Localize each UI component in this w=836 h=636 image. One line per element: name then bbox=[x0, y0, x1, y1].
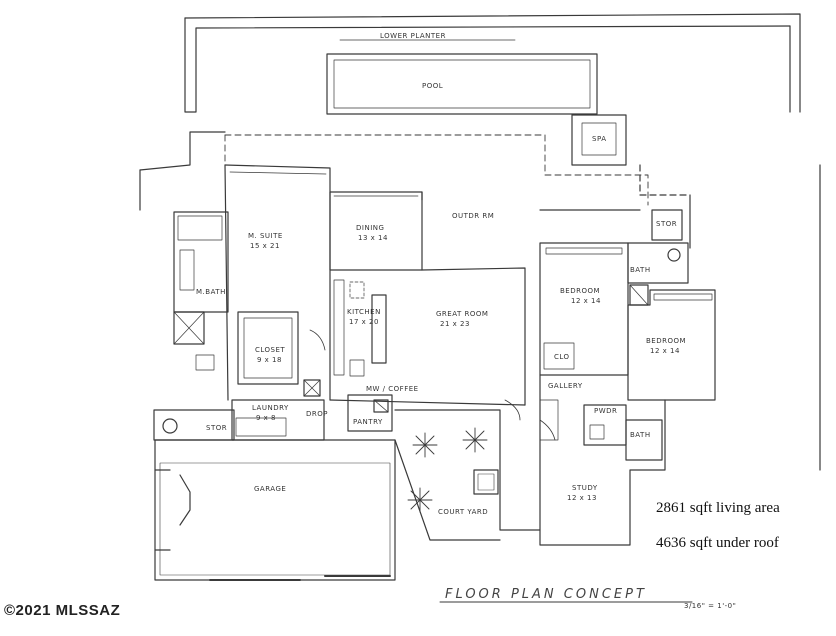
plan-title: FLOOR PLAN CONCEPT bbox=[445, 587, 647, 602]
powder-label: PWDR bbox=[594, 407, 617, 415]
garage-label: GARAGE bbox=[254, 485, 286, 493]
great-room-walls bbox=[329, 191, 641, 406]
copyright-watermark: ©2021 MLSSAZ bbox=[4, 602, 121, 619]
pantry-walls bbox=[347, 394, 393, 432]
palm-tree-icons bbox=[407, 427, 488, 513]
storage-top-label: STOR bbox=[656, 220, 677, 228]
spa-outline bbox=[571, 114, 627, 166]
kitchen-dim-label: 17 x 20 bbox=[349, 318, 379, 326]
living-area-text: 2861 sqft living area bbox=[656, 500, 780, 516]
dining-label: DINING bbox=[356, 224, 384, 232]
kitchen-label: KITCHEN bbox=[347, 308, 381, 316]
spa-label: SPA bbox=[592, 135, 607, 143]
courtyard-walls bbox=[394, 409, 541, 541]
master-bath-walls bbox=[173, 211, 229, 371]
roof-line-dashed bbox=[224, 134, 649, 206]
m-suite-dim-label: 15 x 21 bbox=[250, 242, 280, 250]
pool-outline bbox=[326, 53, 598, 115]
pool-label: POOL bbox=[422, 82, 443, 90]
garage-walls bbox=[154, 439, 396, 581]
entry-door-swings bbox=[309, 329, 556, 441]
laundry-label: LAUNDRY bbox=[252, 404, 289, 412]
mw-coffee-label: MW / COFFEE bbox=[366, 385, 419, 393]
storage-garage-label: STOR bbox=[206, 424, 227, 432]
bedroom-2-walls bbox=[627, 289, 716, 401]
gallery-walls bbox=[539, 374, 666, 546]
m-bath-label: M.BATH bbox=[196, 288, 226, 296]
closet-label: CLOSET bbox=[255, 346, 285, 354]
master-suite-walls bbox=[224, 164, 331, 401]
bath-right-label: BATH bbox=[630, 266, 651, 274]
laundry-dim-label: 9 x 8 bbox=[256, 414, 276, 422]
dining-walls bbox=[329, 191, 423, 271]
bedroom-2-label: BEDROOM bbox=[646, 337, 686, 345]
plan-scale: 3/16" = 1'-0" bbox=[684, 602, 736, 610]
lower-planter-outline bbox=[184, 13, 801, 113]
great-room-dim-label: 21 x 23 bbox=[440, 320, 470, 328]
study-dim-label: 12 x 13 bbox=[567, 494, 597, 502]
bedroom-2-dim-label: 12 x 14 bbox=[650, 347, 680, 355]
bedroom-1-label: BEDROOM bbox=[560, 287, 600, 295]
kitchen-island bbox=[333, 279, 387, 377]
great-room-label: GREAT ROOM bbox=[436, 310, 488, 318]
closet-dim-label: 9 x 18 bbox=[257, 356, 282, 364]
dining-dim-label: 13 x 14 bbox=[358, 234, 388, 242]
m-suite-label: M. SUITE bbox=[248, 232, 283, 240]
bath-study-label: BATH bbox=[630, 431, 651, 439]
pantry-label: PANTRY bbox=[353, 418, 383, 426]
patio-outline bbox=[139, 131, 821, 471]
closet-bed-label: CLO bbox=[554, 353, 570, 361]
drop-label: DROP bbox=[306, 410, 328, 418]
closet-walls bbox=[237, 311, 299, 385]
study-label: STUDY bbox=[572, 484, 598, 492]
lower-planter-label: LOWER PLANTER bbox=[380, 32, 446, 40]
gallery-label: GALLERY bbox=[548, 382, 583, 390]
court-yard-label: COURT YARD bbox=[438, 508, 488, 516]
under-roof-text: 4636 sqft under roof bbox=[656, 535, 779, 551]
outdoor-room-label: OUTDR RM bbox=[452, 212, 494, 220]
bedroom-1-dim-label: 12 x 14 bbox=[571, 297, 601, 305]
